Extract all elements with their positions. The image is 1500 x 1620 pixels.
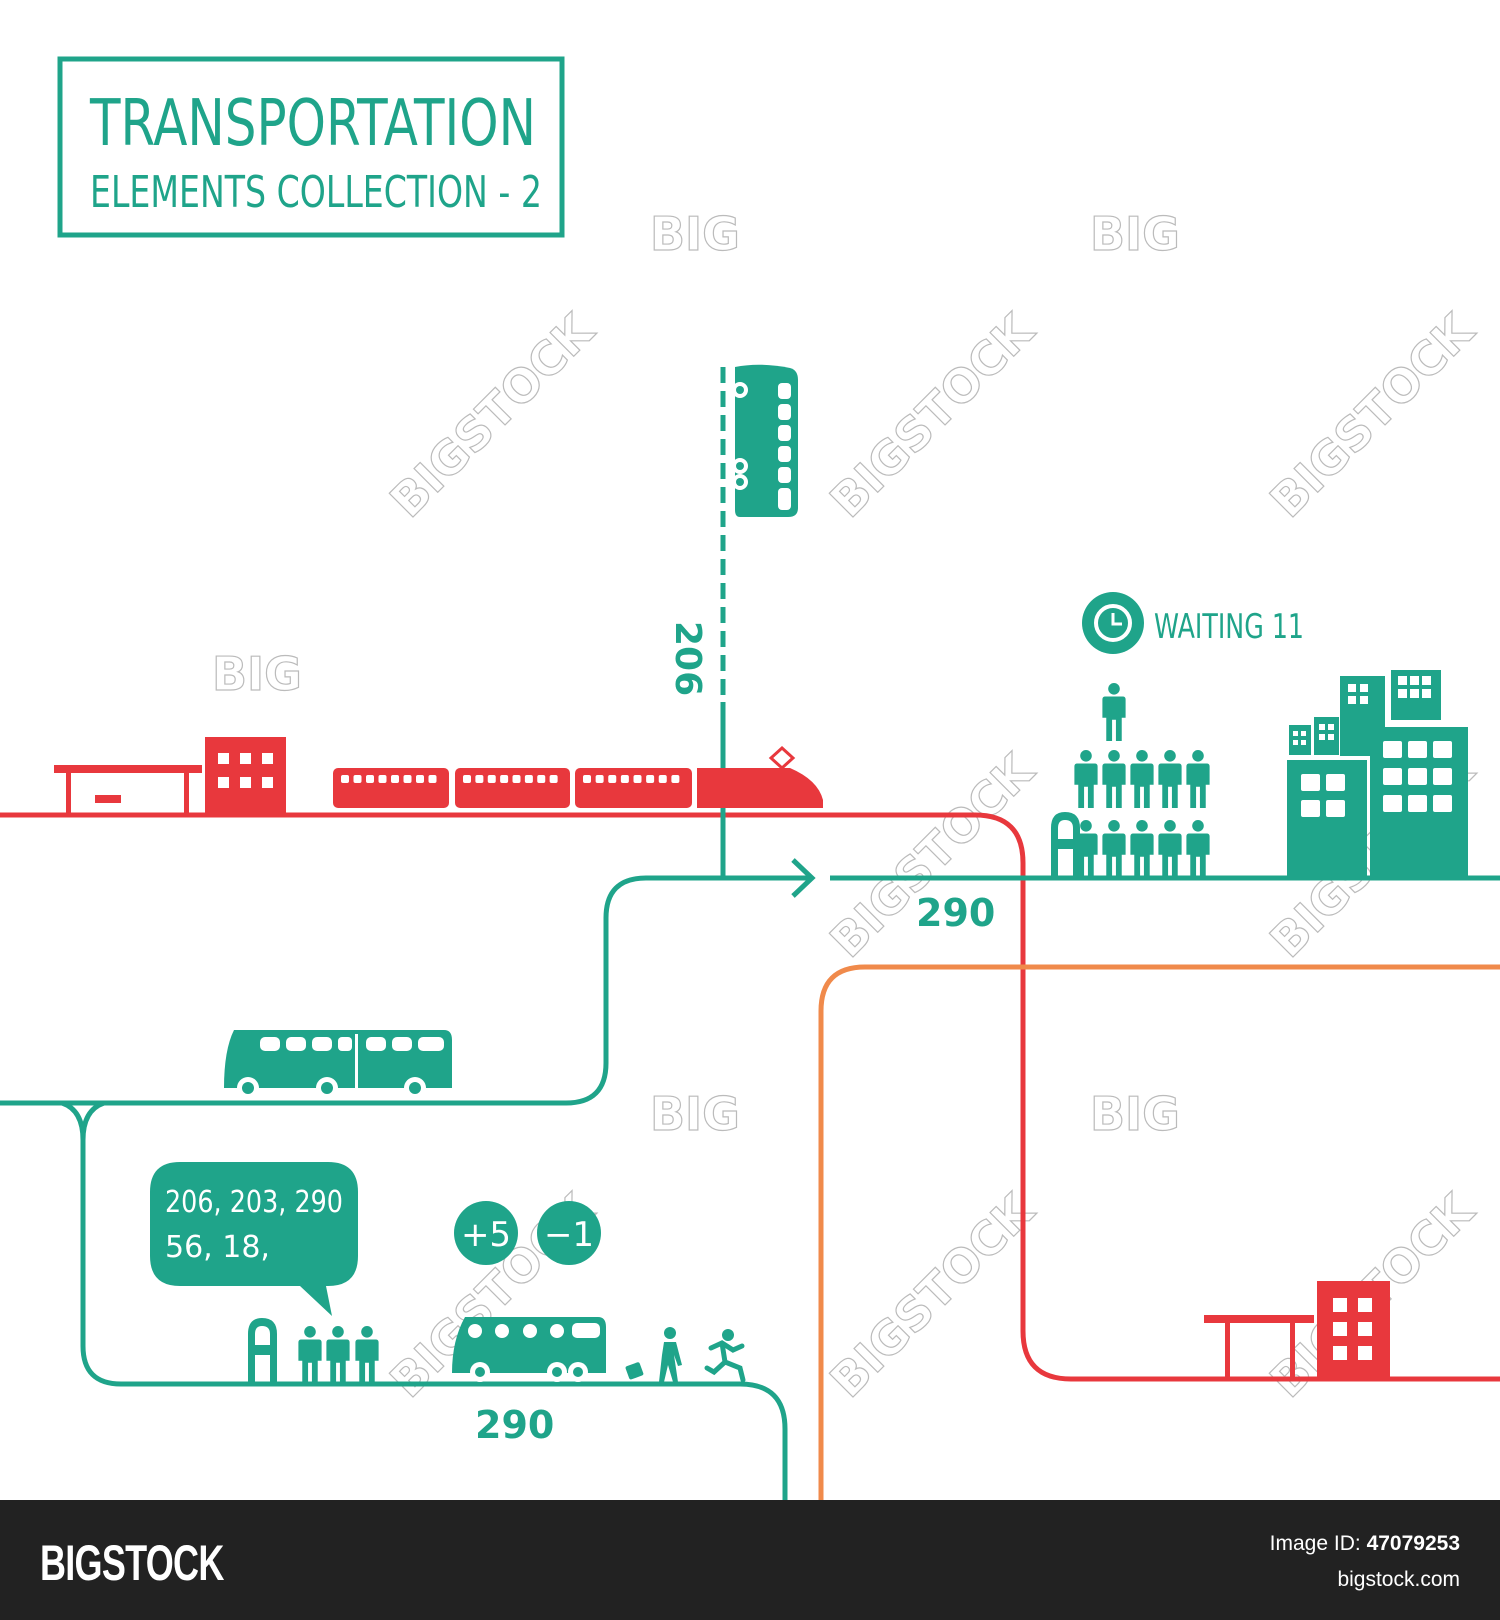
train-window <box>658 775 667 783</box>
watermark-big: BIG <box>650 1087 740 1141</box>
watermark-big: BIG <box>1090 1087 1180 1141</box>
teal-branch-join <box>80 1100 105 1141</box>
waiting-crowd <box>1051 683 1210 878</box>
train-window <box>608 775 617 783</box>
running-person-icon <box>704 1329 746 1383</box>
person-icon <box>1102 820 1126 878</box>
person-icon <box>1186 750 1210 808</box>
train-window <box>646 775 655 783</box>
image-id-label: Image ID: <box>1269 1532 1361 1555</box>
person-icon <box>326 1326 350 1384</box>
minus-badge-text: −1 <box>544 1215 594 1255</box>
person-icon <box>1130 820 1154 878</box>
bus-stop-sign-icon <box>248 1318 277 1384</box>
train-window <box>391 775 399 783</box>
title: TRANSPORTATION <box>89 87 536 161</box>
bus-stop-sign-icon <box>1051 812 1080 878</box>
city-buildings-icon <box>1287 670 1468 878</box>
train-window <box>512 775 521 783</box>
train-icon <box>333 745 823 808</box>
train-car <box>333 768 449 808</box>
watermark-bigstock: BIGSTOCK <box>1260 302 1486 528</box>
train-window <box>583 775 591 783</box>
waiting-label: WAITING 11 <box>1154 607 1304 647</box>
train-station-left-icon <box>54 737 286 815</box>
watermark-bigstock: BIGSTOCK <box>380 302 606 528</box>
train-window <box>475 775 484 783</box>
traveler-with-luggage-icon <box>625 1327 682 1382</box>
route-label-206: 206 <box>667 621 708 696</box>
person-icon <box>1102 750 1126 808</box>
person-icon <box>1102 683 1126 741</box>
person-icon <box>1130 750 1154 808</box>
train-window <box>524 775 533 783</box>
watermark-big: BIG <box>1090 207 1180 261</box>
train-window <box>671 775 680 783</box>
train-window <box>463 775 471 783</box>
bubble-routes-line2: 56, 18, <box>165 1230 270 1265</box>
train-window <box>487 775 496 783</box>
plus-badge-text: +5 <box>461 1215 511 1255</box>
train-window <box>633 775 642 783</box>
train-window <box>428 775 437 783</box>
train-station-right-icon <box>1204 1281 1390 1379</box>
person-icon <box>298 1326 322 1384</box>
watermark-big: BIG <box>212 647 302 701</box>
train-window <box>353 775 362 783</box>
teal-branch <box>61 1100 788 1500</box>
person-icon <box>1186 820 1210 878</box>
plus-badge: +5 <box>454 1201 518 1265</box>
train-window <box>620 775 629 783</box>
bubble-routes-line1: 206, 203, 290 <box>165 1185 343 1220</box>
train-car <box>575 768 692 808</box>
minus-badge: −1 <box>537 1201 601 1265</box>
title-box: TRANSPORTATION ELEMENTS COLLECTION - 2 <box>57 56 565 238</box>
train-locomotive <box>697 768 823 808</box>
image-id: Image ID: 47079253 <box>1270 1532 1460 1556</box>
train-window <box>403 775 412 783</box>
subtitle: ELEMENTS COLLECTION - 2 <box>90 167 542 218</box>
articulated-bus-icon <box>224 1030 452 1099</box>
person-icon <box>1074 750 1098 808</box>
person-icon <box>1158 820 1182 878</box>
bus-vertical-icon <box>732 364 798 517</box>
route-label-290-top: 290 <box>916 891 995 935</box>
clock-icon <box>1094 604 1132 642</box>
image-id-value: 47079253 <box>1366 1532 1460 1555</box>
red-rail-line <box>0 812 1500 1382</box>
pantograph <box>768 745 796 771</box>
watermark-bigstock: BIGSTOCK <box>820 1182 1046 1408</box>
waiting-indicator: WAITING 11 <box>1082 592 1304 654</box>
train-window <box>537 775 546 783</box>
train-window <box>341 775 349 783</box>
site-link[interactable]: bigstock.com <box>1337 1568 1460 1591</box>
train-window <box>549 775 558 783</box>
bus-icon <box>452 1317 606 1382</box>
teal-line-arrow <box>791 858 816 898</box>
bigstock-logo: BIGSTOCK <box>40 1535 224 1591</box>
person-icon <box>355 1326 379 1384</box>
train-window <box>366 775 374 783</box>
train-window <box>378 775 387 783</box>
train-car <box>455 768 570 808</box>
train-window <box>595 775 604 783</box>
footer-bar: BIGSTOCK Image ID: 47079253 bigstock.com <box>0 1500 1500 1620</box>
routes-speech-bubble: 206, 203, 290 56, 18, <box>150 1162 358 1316</box>
watermark-bigstock: BIGSTOCK <box>820 302 1046 528</box>
orange-line <box>818 964 1500 1500</box>
watermark-big: BIG <box>650 207 740 261</box>
train-window <box>500 775 509 783</box>
train-window <box>416 775 424 783</box>
person-icon <box>1158 750 1182 808</box>
transport-map: BIG BIG BIG BIG BIG BIGSTOCK BIGSTOCK BI… <box>0 56 1500 1500</box>
teal-line-upper <box>0 875 812 1106</box>
route-label-290-bottom: 290 <box>475 1403 554 1447</box>
